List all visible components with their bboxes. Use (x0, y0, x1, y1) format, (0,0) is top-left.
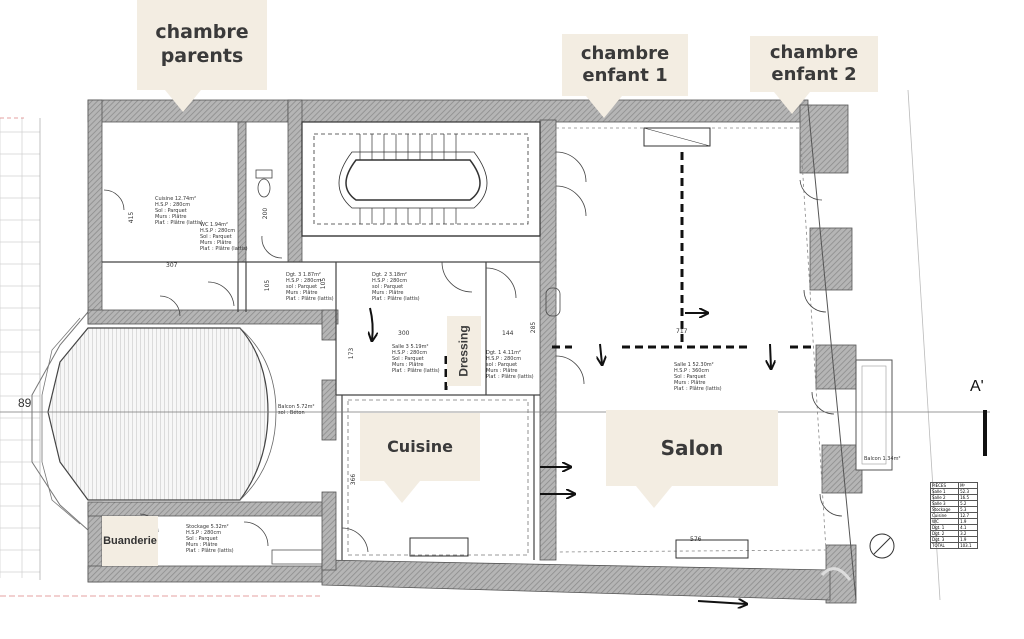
dim-173: 173 (348, 347, 356, 360)
callout-salon: Salon (606, 410, 778, 508)
callout-cuisine: Cuisine (360, 413, 480, 503)
dim-285: 285 (530, 321, 538, 334)
dim-200: 200 (262, 207, 270, 220)
label-dressing: Dressing (447, 316, 481, 386)
room-label-dgt1: Dgt. 1 4.11m² H.S.P : 280cm sol : Parque… (486, 350, 534, 380)
staircase (301, 121, 541, 237)
small-balcony (855, 359, 893, 471)
table-cell: TOTAL (929, 542, 960, 549)
label-dressing-text: Dressing (457, 325, 472, 377)
wc-fixture (257, 178, 271, 198)
room-label-balcon-right: Balcon 1.34m² (864, 456, 901, 462)
bay-outline (31, 311, 89, 531)
walls (87, 99, 863, 604)
section-marker-label: A' (970, 378, 984, 395)
callout-chambre-enfant-1: chambre enfant 1 (562, 34, 688, 118)
dim-415: 415 (128, 211, 136, 224)
room-label-wc: WC 1.94m² H.S.P : 280cm Sol : Parquet Mu… (200, 222, 248, 252)
dim-105b: 105 (320, 277, 328, 290)
balcony-floor (47, 327, 269, 501)
callout-chambre-parents: chambre parents (137, 0, 267, 112)
room-label-stockage: Stockage 5.32m² H.S.P : 280cm Sol : Parq… (186, 524, 234, 554)
room-label-cuisine-top: Cuisine 12.74m² H.S.P : 280cm Sol : Parq… (155, 196, 203, 226)
circulation-arrows (370, 307, 771, 604)
label-buanderie: Buanderie (102, 516, 158, 566)
partition-dashes (444, 152, 812, 395)
dim-105a: 105 (264, 279, 272, 292)
dim-307: 307 (166, 262, 178, 269)
room-label-dgt2: Dgt. 2 3.18m² H.S.P : 280cm sol : Parque… (372, 272, 420, 302)
dim-366: 366 (350, 473, 358, 486)
exterior-paving (0, 118, 40, 578)
dim-144: 144 (502, 330, 514, 337)
dim-576: 576 (690, 536, 702, 543)
room-label-salle1: Salle 1 52.30m² H.S.P : 360cm Sol : Parq… (674, 362, 722, 392)
room-label-balcon-left: Balcon 5.72m² sol : Béton (278, 404, 315, 416)
table-cell: 103.1 (958, 542, 978, 549)
callout-chambre-enfant-2: chambre enfant 2 (750, 36, 878, 114)
compass (869, 533, 895, 559)
dim-717: 717 (676, 328, 688, 335)
room-label-dgt3: Dgt. 3 1.87m² H.S.P : 280cm sol : Parque… (286, 272, 334, 302)
room-label-salle3: Salle 3 5.19m² H.S.P : 280cm Sol : Parqu… (392, 344, 440, 374)
dim-300: 300 (398, 330, 410, 337)
level-marker: 89 (18, 396, 32, 410)
